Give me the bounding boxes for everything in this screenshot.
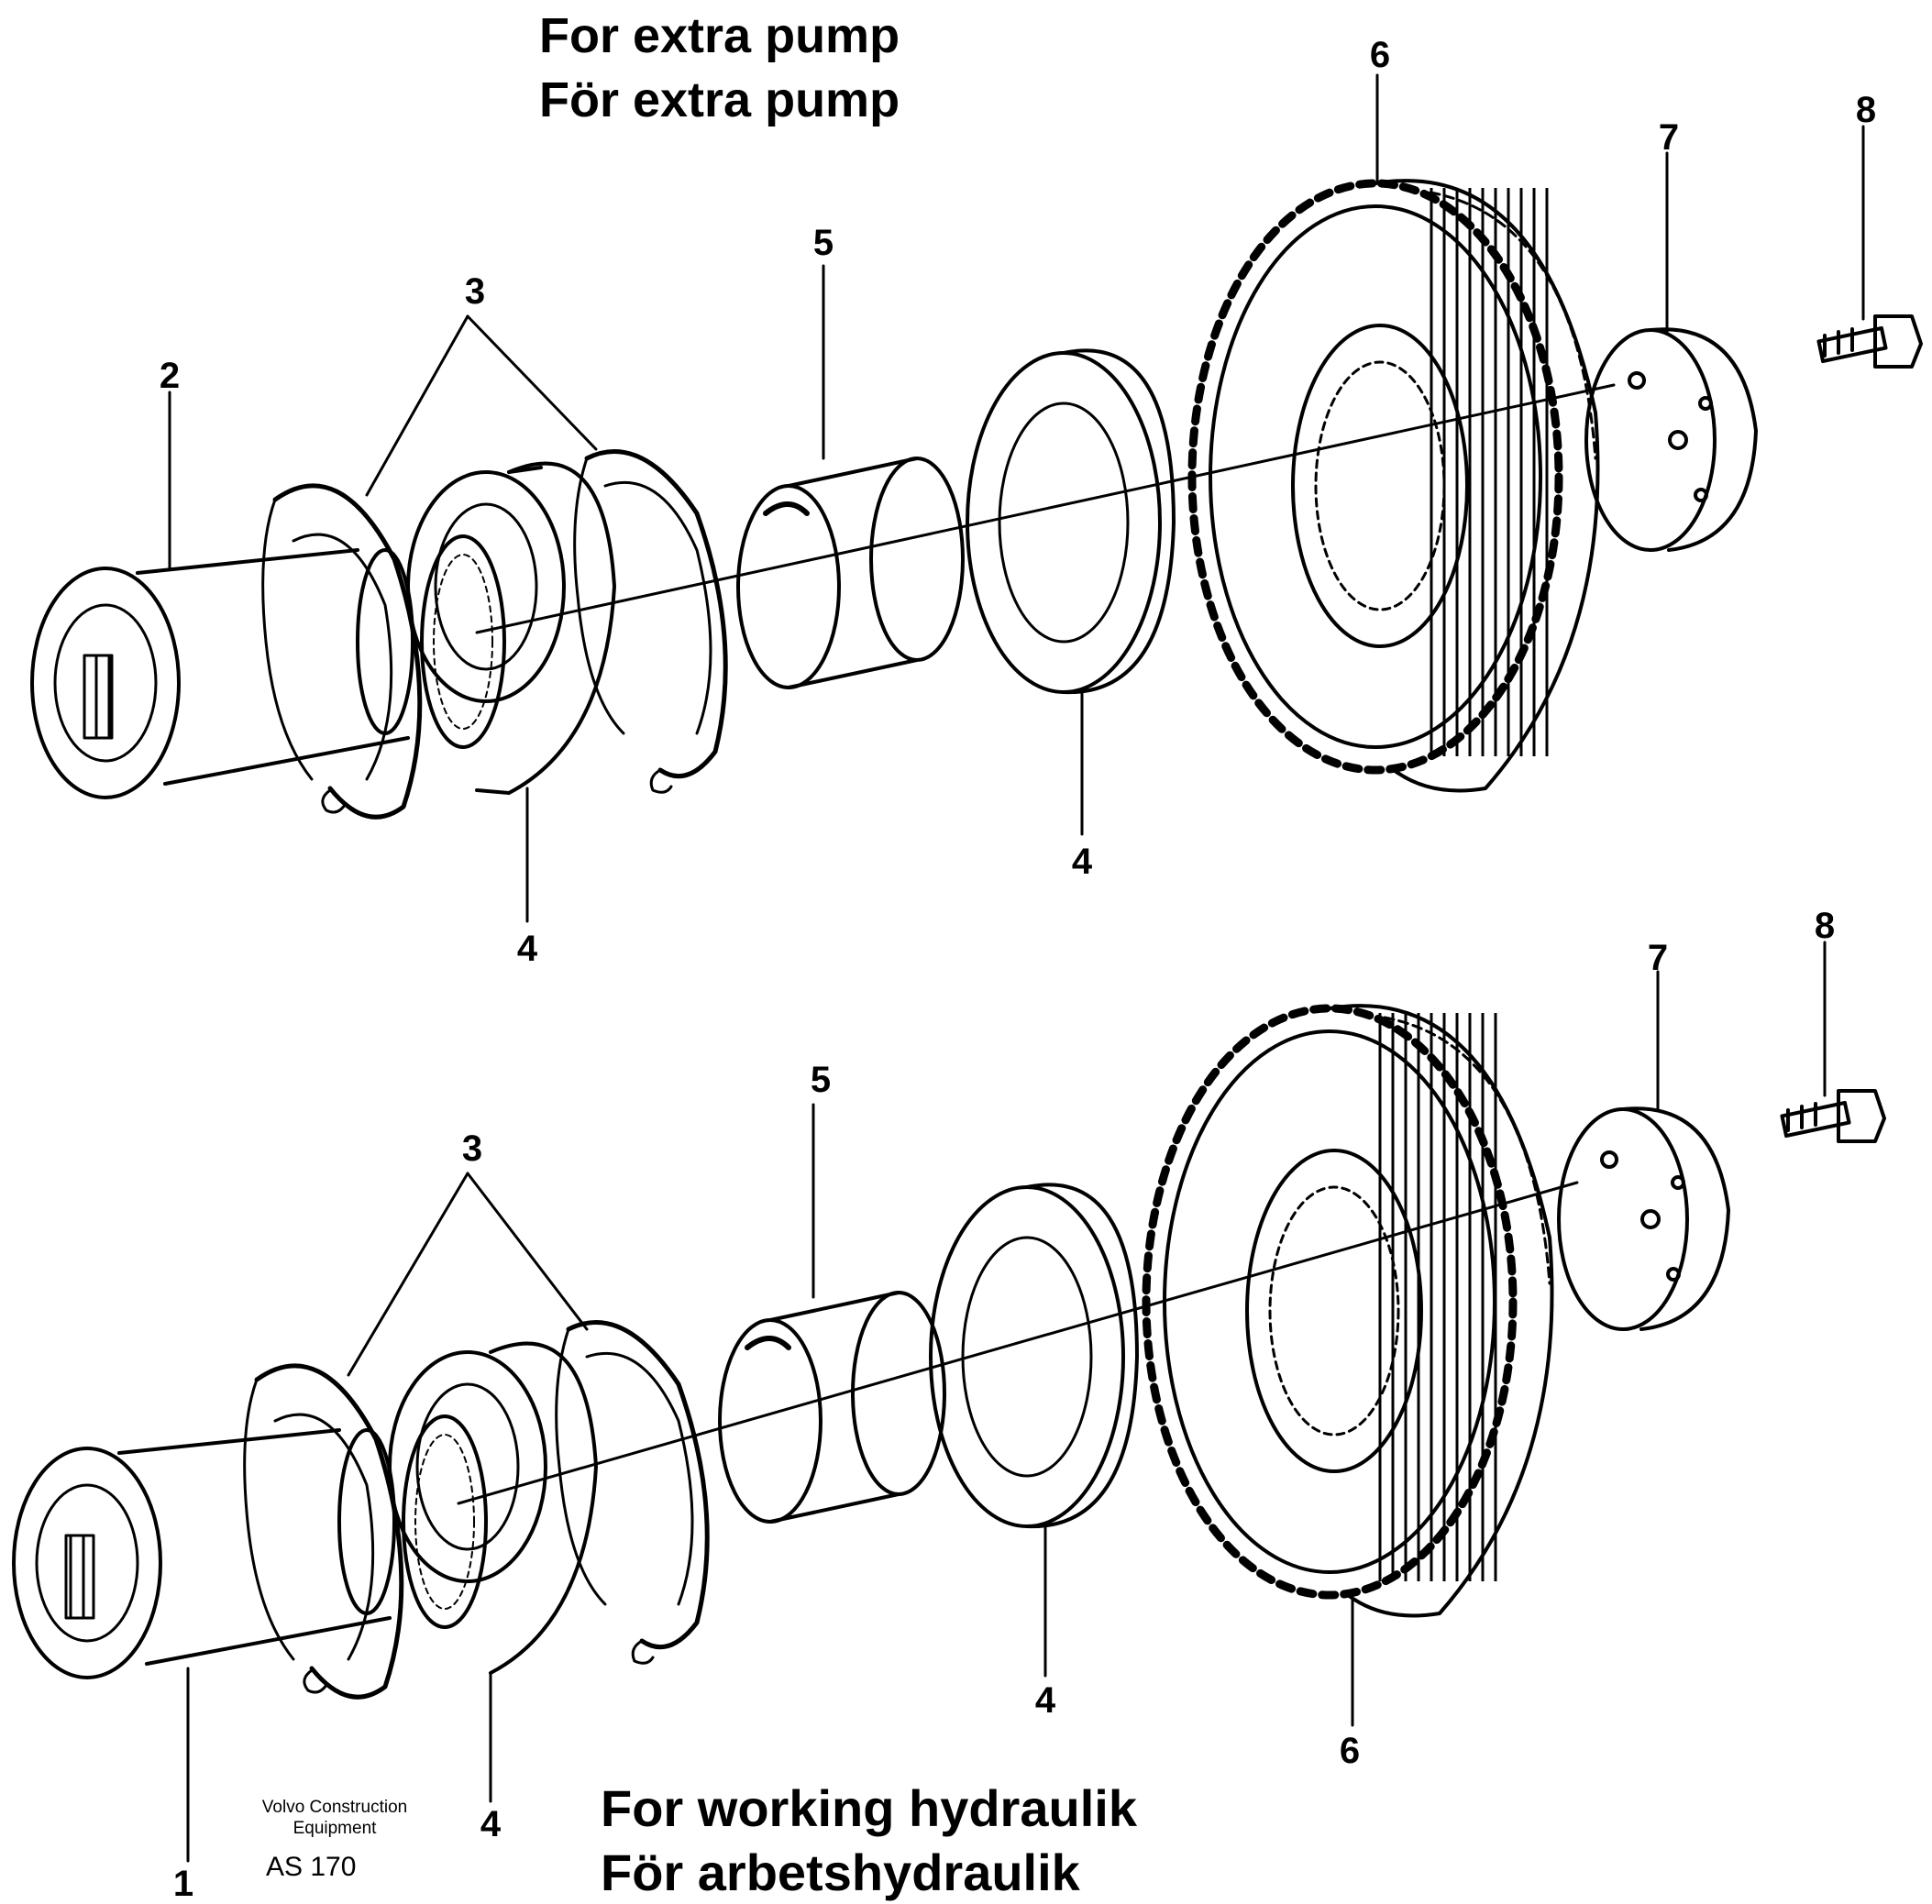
bottom-circlip-right — [555, 1320, 710, 1665]
bottom-shaft — [12, 1428, 396, 1679]
top-callout-7: 7 — [1658, 117, 1680, 158]
bottom-callout-5: 5 — [810, 1060, 832, 1100]
bottom-assembly — [12, 941, 1886, 1863]
drawing-code: AS 170 — [266, 1852, 357, 1882]
bottom-title-swedish: För arbetshydraulik — [601, 1843, 1080, 1901]
bottom-callout-7: 7 — [1647, 938, 1669, 978]
top-washer-plate — [1584, 327, 1758, 552]
company-name: Volvo Construction Equipment — [229, 1797, 440, 1839]
bottom-callout-4-right: 4 — [1034, 1680, 1056, 1721]
bottom-bearing-right — [929, 1183, 1139, 1529]
top-circlip-left — [261, 483, 423, 820]
bottom-callout-8: 8 — [1814, 906, 1836, 946]
bottom-callout-6: 6 — [1339, 1731, 1361, 1771]
bottom-spacer-sleeve — [718, 1291, 946, 1524]
top-callout-5: 5 — [812, 223, 834, 263]
top-bearing-left — [406, 461, 616, 795]
bottom-small-gear-ring — [402, 1414, 488, 1629]
company-line-1: Volvo Construction — [261, 1798, 408, 1817]
bottom-callout-4-left: 4 — [480, 1804, 502, 1844]
bottom-large-gear — [1142, 1004, 1554, 1618]
top-assembly — [30, 73, 1923, 923]
top-callout-2: 2 — [159, 356, 181, 396]
company-line-2: Equipment — [293, 1819, 377, 1838]
top-large-gear — [1187, 179, 1600, 793]
bottom-washer-plate — [1557, 1106, 1730, 1331]
bottom-title-english: For working hydraulik — [601, 1779, 1137, 1837]
bottom-circlip-left — [243, 1363, 404, 1700]
bottom-leader-lines — [186, 941, 1827, 1863]
bottom-callout-3: 3 — [461, 1128, 483, 1169]
top-bolt — [1816, 314, 1923, 369]
top-spacer-sleeve — [736, 457, 965, 689]
bottom-callout-1: 1 — [172, 1864, 194, 1904]
bottom-bearing-left — [388, 1341, 598, 1675]
top-shaft — [30, 548, 414, 799]
top-callout-3: 3 — [464, 271, 486, 312]
top-small-gear-ring — [420, 534, 506, 749]
top-title-swedish: För extra pump — [539, 72, 900, 127]
top-callout-8: 8 — [1855, 90, 1877, 130]
top-callout-6: 6 — [1369, 35, 1391, 75]
top-callout-4-left: 4 — [516, 929, 538, 969]
top-circlip-right — [573, 449, 728, 794]
top-title-english: For extra pump — [539, 8, 900, 63]
top-leader-lines — [168, 73, 1865, 923]
top-callout-4-right: 4 — [1071, 842, 1093, 882]
top-bearing-right — [966, 348, 1176, 695]
bottom-bolt — [1780, 1089, 1886, 1143]
